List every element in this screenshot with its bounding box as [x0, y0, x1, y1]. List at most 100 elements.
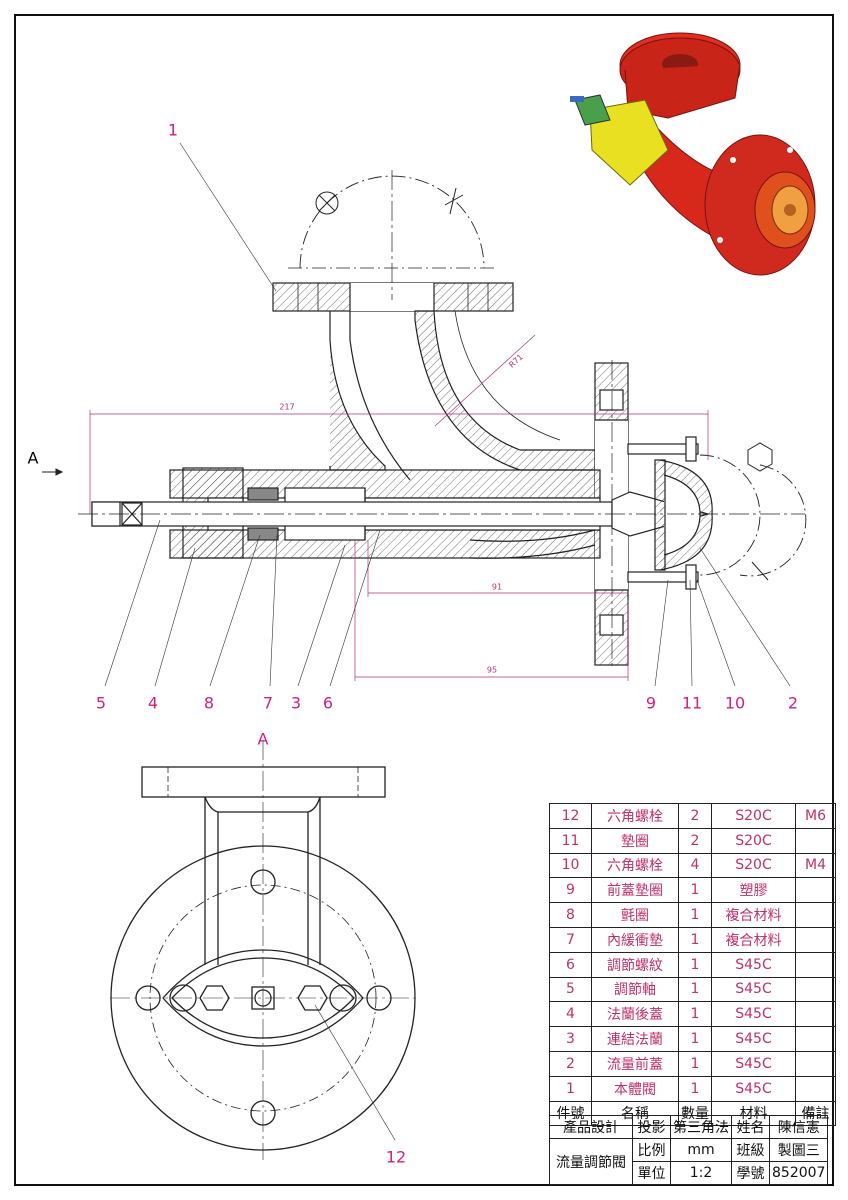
view-label-arrow-a: A [27, 448, 39, 468]
front-view [110, 740, 416, 1160]
bom-cell-name: 法蘭後蓋 [591, 1001, 679, 1028]
bom-cell-qty: 2 [678, 827, 712, 854]
title-design: 產品設計 [549, 1115, 633, 1139]
bom-cell-note [795, 877, 836, 904]
title-scale-label: 比例 [632, 1138, 671, 1162]
callout-2: 2 [787, 693, 799, 713]
title-projection-value: 第三角法 [670, 1115, 732, 1139]
bom-cell-name: 六角螺栓 [591, 803, 679, 829]
sheet-border [14, 14, 834, 1186]
bom-cell-name: 調節軸 [591, 976, 679, 1003]
dimension-95: 95 [486, 665, 498, 675]
bom-cell-note [795, 926, 836, 953]
callout-11: 11 [681, 693, 703, 713]
bom-cell-name: 內緩衝墊 [591, 926, 679, 953]
bom-cell-material: S20C [711, 852, 796, 879]
bom-cell-no: 7 [549, 926, 592, 953]
bom-cell-material: S20C [711, 803, 796, 829]
bom-cell-no: 5 [549, 976, 592, 1003]
bom-cell-name: 氈圈 [591, 902, 679, 928]
bom-cell-note [795, 976, 836, 1003]
bom-cell-note [795, 1001, 836, 1028]
bom-cell-no: 2 [549, 1050, 592, 1077]
leader-lines [104, 142, 791, 1141]
callout-3: 3 [290, 693, 302, 713]
bom-cell-no: 3 [549, 1026, 592, 1052]
bom-cell-material: 複合材料 [711, 926, 796, 953]
title-part-name: 流量調節閥 [549, 1138, 633, 1185]
bom-cell-qty: 1 [678, 926, 712, 953]
dimension-217: 217 [279, 402, 295, 412]
title-projection-label: 投影 [632, 1115, 671, 1139]
bom-cell-qty: 1 [678, 877, 712, 904]
bom-cell-name: 六角螺栓 [591, 852, 679, 879]
bom-cell-note [795, 1026, 836, 1052]
callout-8: 8 [203, 693, 215, 713]
bom-cell-qty: 1 [678, 1075, 712, 1102]
bom-cell-no: 11 [549, 827, 592, 854]
bom-cell-qty: 1 [678, 1050, 712, 1077]
bom-cell-material: S45C [711, 1026, 796, 1052]
bom-cell-qty: 1 [678, 902, 712, 928]
bom-cell-name: 流量前蓋 [591, 1050, 679, 1077]
bom-cell-material: S45C [711, 1050, 796, 1077]
bom-cell-name: 墊圈 [591, 827, 679, 854]
bom-cell-qty: 2 [678, 803, 712, 829]
title-scale-value: mm [670, 1138, 732, 1162]
bom-cell-note [795, 1050, 836, 1077]
bom-cell-name: 調節螺紋 [591, 951, 679, 978]
callout-6: 6 [322, 693, 334, 713]
callout-10: 10 [724, 693, 746, 713]
view-arrow-a [42, 468, 64, 476]
bom-cell-name: 前蓋墊圈 [591, 877, 679, 904]
bom-cell-no: 4 [549, 1001, 592, 1028]
bom-cell-material: S45C [711, 1075, 796, 1102]
section-view [78, 170, 807, 670]
view-label-section-a: A [257, 729, 269, 749]
bom-cell-no: 10 [549, 852, 592, 879]
title-id-value: 852007 [768, 1161, 829, 1185]
bom-cell-qty: 1 [678, 976, 712, 1003]
bom-cell-qty: 1 [678, 1026, 712, 1052]
bom-cell-material: S45C [711, 1001, 796, 1028]
title-class-label: 班級 [731, 1138, 770, 1162]
bom-cell-note [795, 1075, 836, 1102]
callout-7: 7 [262, 693, 274, 713]
bom-cell-no: 12 [549, 803, 592, 829]
bom-cell-no: 9 [549, 877, 592, 904]
bom-cell-qty: 1 [678, 951, 712, 978]
title-name-label: 姓名 [731, 1115, 770, 1139]
title-block: 產品設計 投影 第三角法 姓名 陳信憲 流量調節閥 比例 mm 班級 製圖三 單… [549, 1115, 829, 1185]
bom-cell-name: 連結法蘭 [591, 1026, 679, 1052]
bom-cell-material: 複合材料 [711, 902, 796, 928]
callout-1: 1 [167, 120, 179, 140]
callout-9: 9 [645, 693, 657, 713]
dimension-lines [89, 334, 709, 681]
bom-cell-name: 本體閥 [591, 1075, 679, 1102]
dimension-91: 91 [491, 582, 503, 592]
callout-4: 4 [147, 693, 159, 713]
bom-cell-note: M4 [795, 852, 836, 879]
title-unit-label: 單位 [632, 1161, 671, 1185]
isometric-render [570, 32, 816, 276]
bom-cell-no: 6 [549, 951, 592, 978]
bom-cell-material: 塑膠 [711, 877, 796, 904]
bom-cell-no: 8 [549, 902, 592, 928]
title-unit-value: 1:2 [670, 1161, 732, 1185]
bom-cell-material: S45C [711, 976, 796, 1003]
callout-12: 12 [385, 1147, 407, 1167]
bom-cell-no: 1 [549, 1075, 592, 1102]
title-class-value: 製圖三 [768, 1138, 829, 1162]
bom-cell-qty: 4 [678, 852, 712, 879]
bom-cell-note [795, 827, 836, 854]
